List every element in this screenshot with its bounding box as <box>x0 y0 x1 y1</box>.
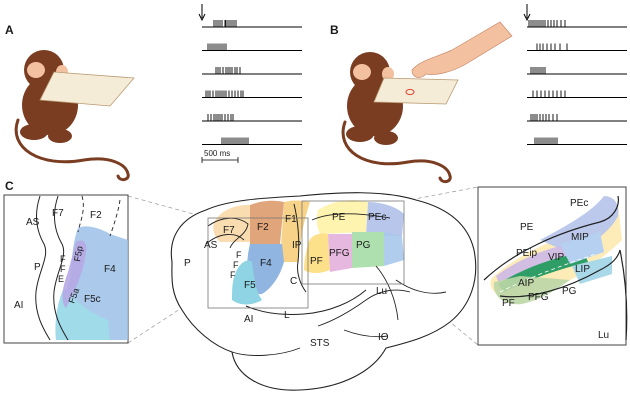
right-label-peip: PEip <box>516 248 538 259</box>
touch-board-a <box>39 71 135 107</box>
brain-label-as: AS <box>204 240 218 251</box>
brain-lateral-view: F7 F2 F1 AS P F4 F5 AI F F F IP C L PE P… <box>170 192 477 391</box>
experimenter-arm <box>411 21 513 78</box>
left-label-f4: F4 <box>104 264 116 275</box>
right-inset-parietal: PEc PE MIP PEip VIP LIP AIP PG PF PFG Lu <box>477 186 628 346</box>
brain-label-f2: F2 <box>257 222 269 233</box>
right-label-pec: PEc <box>570 198 588 209</box>
left-label-f5p: F5p <box>72 245 85 262</box>
left-label-f-c: E <box>58 274 64 284</box>
brain-label-pec: PEc <box>368 212 386 223</box>
brain-label-ip: IP <box>292 240 302 251</box>
brain-label-pfg: PFG <box>329 248 350 259</box>
panel-label-a: A <box>5 23 14 37</box>
right-label-lu: Lu <box>598 330 609 341</box>
brain-label-f-b: F <box>233 260 239 270</box>
monkey-a-illustration <box>14 50 130 182</box>
right-label-lip: LIP <box>575 264 590 275</box>
left-label-f-b: F <box>60 264 66 274</box>
brain-label-l: L <box>284 310 290 321</box>
target-object <box>405 88 415 96</box>
right-label-pf: PF <box>502 298 515 309</box>
right-label-aip: AIP <box>518 278 534 289</box>
panel-label-b: B <box>330 23 339 37</box>
left-label-ai: AI <box>14 300 23 311</box>
brain-label-pf: PF <box>310 256 323 267</box>
brain-label-f1: F1 <box>285 214 297 225</box>
left-label-p: P <box>34 262 41 273</box>
brain-label-c: C <box>290 276 297 287</box>
brain-label-f5: F5 <box>244 280 256 291</box>
left-label-as: AS <box>26 217 40 228</box>
brain-label-pg: PG <box>356 240 371 251</box>
left-label-f7: F7 <box>52 208 64 219</box>
right-label-pfg: PFG <box>528 292 549 303</box>
scale-bar-label: 500 ms <box>204 149 230 158</box>
raster-b <box>523 4 627 146</box>
left-label-f2: F2 <box>90 210 102 221</box>
brain-label-lu: Lu <box>376 286 387 297</box>
brain-label-ai: AI <box>244 314 253 325</box>
brain-label-sts: STS <box>310 338 330 349</box>
left-label-f-a: F <box>60 254 66 264</box>
panel-label-c: C <box>5 179 14 193</box>
touch-board-b <box>373 77 459 105</box>
left-label-f5a: F5a <box>66 287 81 305</box>
right-label-pe: PE <box>520 222 534 233</box>
right-label-mip: MIP <box>571 232 589 243</box>
brain-label-f7: F7 <box>223 225 235 236</box>
brain-label-p: P <box>184 258 191 269</box>
right-label-vip: VIP <box>548 252 564 263</box>
onset-arrow-b <box>523 4 531 22</box>
brain-label-io: IO <box>378 332 389 343</box>
right-label-pg: PG <box>562 286 577 297</box>
onset-arrow-a <box>198 4 206 22</box>
brain-label-f-a: F <box>236 250 242 260</box>
brain-label-pe: PE <box>332 212 346 223</box>
left-inset-frontal: AS F7 F2 P F4 F5c AI F F E F5p F5a <box>3 194 129 344</box>
brain-label-f-c: F <box>230 270 236 280</box>
brain-label-f4: F4 <box>260 258 272 269</box>
left-label-f5c: F5c <box>84 294 101 305</box>
raster-a: 500 ms <box>198 4 302 163</box>
